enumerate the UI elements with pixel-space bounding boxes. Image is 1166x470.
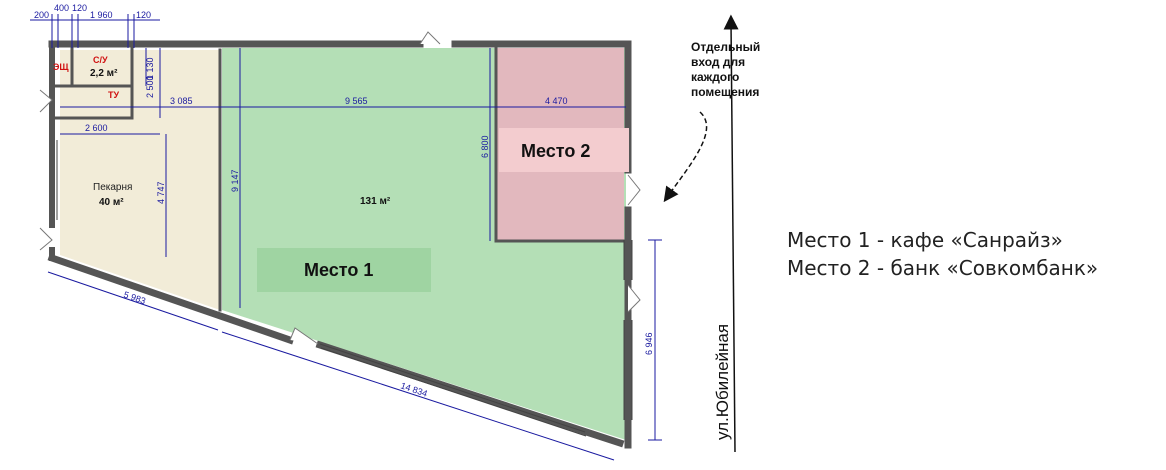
entrance-note-line2: вход для xyxy=(691,55,745,69)
esch-label: ЭЩ xyxy=(53,62,69,72)
windows xyxy=(56,140,633,437)
legend: Место 1 - кафе «Санрайз» Место 2 - банк … xyxy=(787,226,1098,282)
dim-9147: 9 147 xyxy=(230,169,240,192)
dim-4470: 4 470 xyxy=(545,96,568,106)
dim-2500: 2 500 xyxy=(145,75,155,98)
place1-label: Место 1 xyxy=(304,260,373,280)
street-label: ул.Юбилейная xyxy=(713,324,732,440)
dim-4747: 4 747 xyxy=(156,181,166,204)
place2-label: Место 2 xyxy=(521,141,590,161)
street-arrow-icon xyxy=(723,14,739,453)
dim-6800: 6 800 xyxy=(480,135,490,158)
dim-2600: 2 600 xyxy=(85,123,108,133)
tu-label: ТУ xyxy=(108,90,119,100)
entrance-note-line1: Отдельный xyxy=(691,40,760,54)
dim-200: 200 xyxy=(34,10,49,20)
dim-14834: 14 834 xyxy=(399,380,428,398)
dim-1130: 1 130 xyxy=(145,57,155,80)
bakery-fill xyxy=(60,50,220,310)
dim-1960: 1 960 xyxy=(90,10,113,20)
legend-place1: Место 1 - кафе «Санрайз» xyxy=(787,228,1063,252)
dim-9565: 9 565 xyxy=(345,96,368,106)
bakery-area: 40 м² xyxy=(99,197,124,208)
bakery-name: Пекарня xyxy=(93,182,132,193)
dim-120a: 120 xyxy=(72,3,87,13)
dim-6946: 6 946 xyxy=(644,332,654,355)
wc-area: 2,2 м² xyxy=(90,68,118,79)
place2-label-bg xyxy=(499,128,629,172)
place1-label-bg xyxy=(257,248,431,292)
entrance-note-line3: каждого xyxy=(691,70,739,84)
dim-400: 400 xyxy=(54,3,69,13)
doors xyxy=(39,31,641,345)
entrance-arrow-icon xyxy=(663,111,708,203)
entrance-note-line4: помещения xyxy=(691,85,759,99)
legend-place2: Место 2 - банк «Совкомбанк» xyxy=(787,256,1099,280)
dimension-lines xyxy=(30,14,662,461)
dim-3085: 3 085 xyxy=(170,96,193,106)
main-hall-area: 131 м² xyxy=(360,196,391,207)
wc-name: С/У xyxy=(93,55,108,65)
dim-120b: 120 xyxy=(136,10,151,20)
